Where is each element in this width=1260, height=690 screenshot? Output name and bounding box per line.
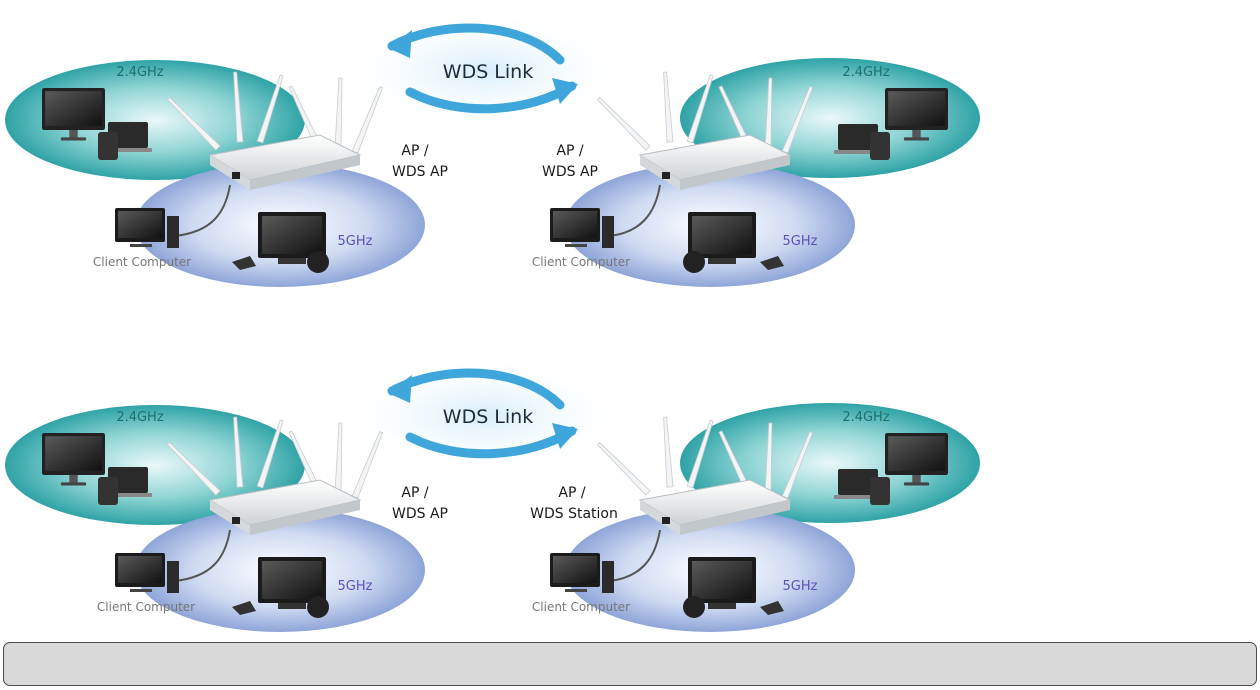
band-24ghz-label: 2.4GHz bbox=[842, 410, 890, 425]
tablet-icon bbox=[98, 477, 118, 505]
role-label-line1: AP / bbox=[401, 143, 428, 159]
webcam-icon bbox=[307, 251, 329, 273]
role-label-line2: WDS AP bbox=[392, 164, 448, 180]
band-5ghz-label: 5GHz bbox=[783, 234, 818, 249]
webcam-icon bbox=[683, 251, 705, 273]
tablet-icon bbox=[98, 132, 118, 160]
role-label-line1: AP / bbox=[556, 143, 583, 159]
note-bar bbox=[3, 642, 1257, 686]
wds-diagram-1: WDS Link 2.4GHz 5GHz bbox=[5, 10, 980, 287]
band-5ghz-label: 5GHz bbox=[338, 234, 373, 249]
client-computer-label: Client Computer bbox=[93, 255, 191, 269]
role-label-line2: WDS AP bbox=[542, 164, 598, 180]
tablet-icon bbox=[870, 477, 890, 505]
wds-link-label: WDS Link bbox=[443, 406, 533, 428]
wds-diagram-2: WDS Link 2.4GHz 5GHz bbox=[5, 355, 980, 632]
band-24ghz-label: 2.4GHz bbox=[116, 410, 164, 425]
role-label-line2: WDS AP bbox=[392, 506, 448, 522]
tablet-icon bbox=[870, 132, 890, 160]
band-5ghz-label: 5GHz bbox=[783, 579, 818, 594]
wds-link-label: WDS Link bbox=[443, 61, 533, 83]
role-label-line1: AP / bbox=[401, 485, 428, 501]
role-label-line2: WDS Station bbox=[530, 506, 618, 522]
webcam-icon bbox=[307, 596, 329, 618]
band-24ghz-label: 2.4GHz bbox=[116, 65, 164, 80]
band-24ghz-label: 2.4GHz bbox=[842, 65, 890, 80]
band-5ghz-label: 5GHz bbox=[338, 579, 373, 594]
client-computer-label: Client Computer bbox=[97, 600, 195, 614]
webcam-icon bbox=[683, 596, 705, 618]
role-label-line1: AP / bbox=[558, 485, 585, 501]
client-computer-label: Client Computer bbox=[532, 255, 630, 269]
client-computer-label: Client Computer bbox=[532, 600, 630, 614]
